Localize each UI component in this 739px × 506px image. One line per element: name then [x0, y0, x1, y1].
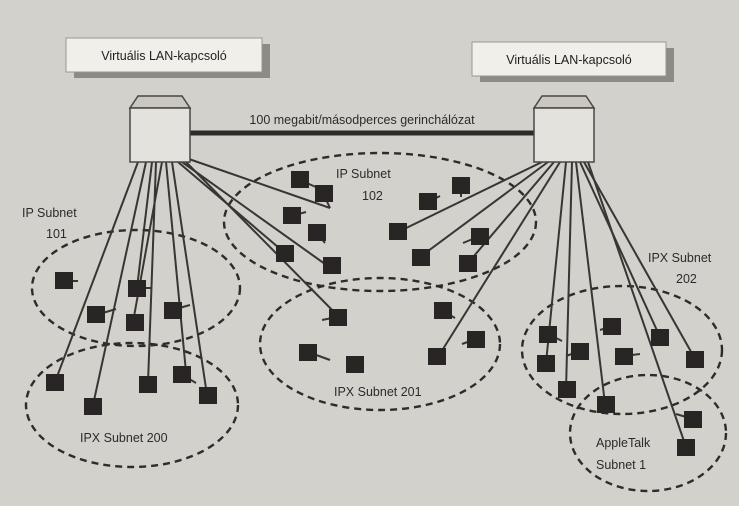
- node-appletalk-1: [684, 411, 702, 428]
- node-ip102-10: [471, 228, 489, 245]
- subnet-ellipse-appletalk: [568, 373, 728, 493]
- switch-right: [532, 95, 596, 163]
- subnet-labels: IP Subnet 101 IP Subnet 102 IPX Subnet 2…: [22, 167, 712, 472]
- node-ip102-11: [412, 249, 430, 266]
- switch-label-left: Virtuális LAN-kapcsoló: [65, 37, 270, 78]
- node-ipx201-6: [428, 348, 446, 365]
- node-ip102-9: [389, 223, 407, 240]
- switch-left: [128, 95, 192, 163]
- switch-label-right-text: Virtuális LAN-kapcsoló: [506, 53, 632, 67]
- label-ipx202-line1: IPX Subnet: [648, 251, 712, 265]
- label-ipx200: IPX Subnet 200: [80, 431, 168, 445]
- node-ipx201-3: [467, 331, 485, 348]
- subnet-ellipse-ipx201: [258, 276, 502, 412]
- node-ip101-4: [126, 314, 144, 331]
- label-appletalk-line2: Subnet 1: [596, 458, 646, 472]
- node-ip101-1: [55, 272, 73, 289]
- label-appletalk-line1: AppleTalk: [596, 436, 651, 450]
- node-ip102-8: [452, 177, 470, 194]
- nodes: [46, 171, 704, 456]
- node-ipx202-1: [539, 326, 557, 343]
- node-ipx202-9: [597, 396, 615, 413]
- node-appletalk-2: [677, 439, 695, 456]
- subnet-ellipse-ipx202: [520, 284, 724, 416]
- node-ipx202-7: [686, 351, 704, 368]
- node-ip102-12: [459, 255, 477, 272]
- node-ip102-6: [323, 257, 341, 274]
- node-ipx200-2: [84, 398, 102, 415]
- node-ipx201-5: [346, 356, 364, 373]
- node-ipx202-6: [615, 348, 633, 365]
- node-ipx202-3: [651, 329, 669, 346]
- node-ip102-3: [283, 207, 301, 224]
- node-ipx201-4: [299, 344, 317, 361]
- backbone: 100 megabit/másodperces gerinchálózat: [188, 113, 534, 136]
- node-ipx202-2: [603, 318, 621, 335]
- left-switch-links: [54, 157, 341, 406]
- subnet-ellipse-ip101: [30, 228, 242, 348]
- node-ip102-4: [308, 224, 326, 241]
- node-ip101-2: [128, 280, 146, 297]
- subnet-ellipse-ip102: [222, 151, 538, 293]
- subnet-ellipses: [24, 151, 728, 493]
- switch-label-right: Virtuális LAN-kapcsoló: [471, 41, 674, 82]
- node-ip101-5: [164, 302, 182, 319]
- node-ip102-7: [419, 193, 437, 210]
- node-ipx200-3: [139, 376, 157, 393]
- label-ip101-line2: 101: [46, 227, 67, 241]
- node-ip102-1: [291, 171, 309, 188]
- switch-label-left-text: Virtuális LAN-kapcsoló: [101, 49, 227, 63]
- node-ipx202-8: [558, 381, 576, 398]
- node-ipx202-4: [537, 355, 555, 372]
- backbone-label: 100 megabit/másodperces gerinchálózat: [249, 113, 475, 127]
- node-ipx200-1: [46, 374, 64, 391]
- node-ip101-3: [87, 306, 105, 323]
- node-ipx200-4: [173, 366, 191, 383]
- node-ipx201-2: [434, 302, 452, 319]
- label-ip102-line2: 102: [362, 189, 383, 203]
- label-ip102-line1: IP Subnet: [336, 167, 391, 181]
- node-ipx202-5: [571, 343, 589, 360]
- node-ip102-2: [315, 185, 333, 202]
- subnet-ellipse-ipx200: [24, 341, 240, 469]
- label-ipx201: IPX Subnet 201: [334, 385, 422, 399]
- label-ip101-line1: IP Subnet: [22, 206, 77, 220]
- node-ip102-5: [276, 245, 294, 262]
- label-ipx202-line2: 202: [676, 272, 697, 286]
- node-ipx201-1: [329, 309, 347, 326]
- node-stubs: [64, 179, 694, 420]
- node-ipx200-5: [199, 387, 217, 404]
